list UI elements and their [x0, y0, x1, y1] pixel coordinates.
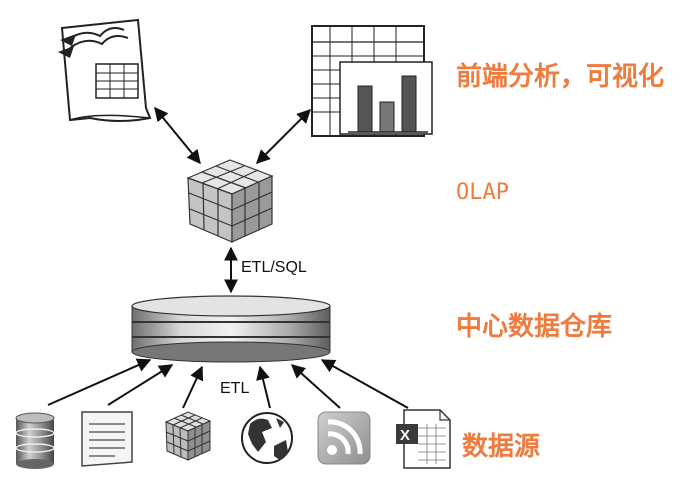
arrow-database-warehouse — [47, 358, 152, 406]
excel-file-icon: X — [396, 409, 451, 469]
chart-spreadsheet-icon — [311, 25, 433, 137]
report-document-icon — [58, 18, 152, 122]
svg-text:X: X — [400, 427, 410, 444]
etl-label: ETL — [220, 380, 250, 397]
globe-icon — [241, 412, 293, 464]
olap-tier-label: OLAP — [456, 180, 509, 205]
source-arrows — [47, 358, 409, 409]
arrow-chart-olap — [256, 109, 311, 164]
cube-icon — [164, 411, 212, 461]
olap-cube-icon — [186, 159, 274, 243]
database-icon — [15, 412, 55, 469]
data-warehouse-cylinder-icon — [131, 295, 331, 363]
arrow-cube-warehouse — [182, 365, 204, 409]
text-file-icon — [81, 411, 133, 467]
frontend-tier-label: 前端分析，可视化 — [456, 62, 665, 92]
arrow-rss-warehouse — [290, 364, 341, 409]
warehouse-tier-label: 中心数据仓库 — [456, 312, 613, 342]
rss-feed-icon — [317, 411, 371, 465]
arrow-globe-warehouse — [256, 365, 271, 409]
etl-sql-label: ETL/SQL — [241, 259, 307, 276]
arrow-excel-warehouse — [320, 359, 409, 409]
arrow-report-olap — [154, 106, 201, 165]
sources-tier-label: 数据源 — [462, 432, 541, 462]
arrow-textfile-warehouse — [107, 364, 174, 406]
